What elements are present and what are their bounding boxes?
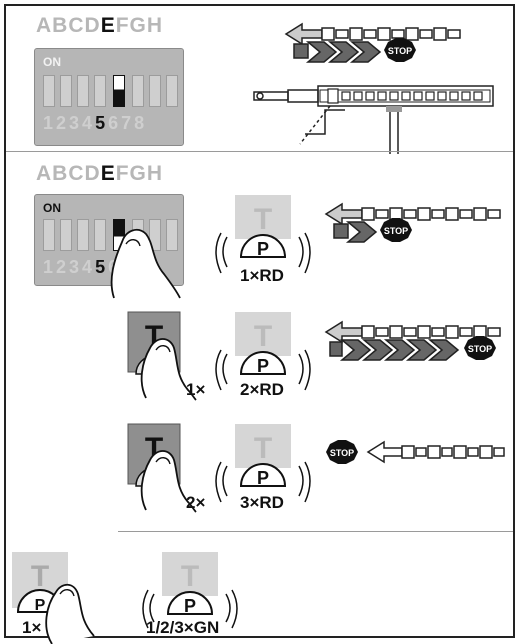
stop-sign-icon-2	[380, 218, 412, 242]
dip-letters-2: ABCDEFGH	[36, 162, 164, 185]
t-button-press-icon-3: T P	[12, 552, 95, 644]
svg-text:P: P	[257, 468, 269, 488]
door-travel-arrows-icon-2: STOP	[324, 202, 501, 243]
dip-numbers-1: 12345678	[43, 113, 148, 133]
svg-text:T: T	[254, 320, 272, 353]
press-label-step3: 1×	[186, 380, 206, 399]
dip2-switch-7[interactable]	[149, 219, 161, 251]
led-label-3xrd: 3×RD	[240, 493, 284, 512]
svg-text:T: T	[254, 203, 272, 236]
dip-on-label-1: ON	[43, 55, 61, 69]
dip-letter-e: E	[100, 14, 116, 37]
svg-text:STOP: STOP	[384, 226, 408, 236]
t-button-press-icon-1: T	[127, 311, 197, 401]
svg-text:T: T	[254, 432, 272, 465]
press-label-step4: 2×	[186, 493, 206, 512]
dip-letter-f: F	[115, 14, 130, 37]
dip-switch-6[interactable]	[132, 75, 144, 107]
press-label-step5: 1×	[22, 618, 42, 637]
dip-switch-4[interactable]	[94, 75, 106, 107]
led-label-gn: 1/2/3×GN	[146, 618, 220, 637]
dip-letter-c: C	[68, 14, 85, 37]
stop-sign-icon-4	[326, 440, 358, 464]
instruction-frame	[4, 4, 515, 638]
dip-letter-a: A	[36, 14, 53, 37]
t-button-press-icon-2: T	[127, 423, 197, 513]
stop-sign-icon-3	[464, 336, 496, 360]
dip-letters-1: ABCDEFGH	[36, 14, 163, 38]
svg-text:P: P	[257, 239, 269, 259]
door-opener-rail-icon	[253, 85, 494, 154]
section-divider-2	[118, 531, 513, 532]
dip-letter-g: G	[129, 14, 147, 37]
dip2-switch-2[interactable]	[60, 219, 72, 251]
svg-text:T: T	[181, 560, 199, 593]
dip-letter-b: B	[52, 14, 69, 37]
door-travel-arrows-icon-3: STOP	[324, 320, 501, 361]
dip-switch-7[interactable]	[149, 75, 161, 107]
p-led-icon-1: T P	[215, 195, 311, 274]
dip2-switch-1[interactable]	[43, 219, 55, 251]
dip-on-label-2: ON	[43, 201, 61, 215]
dip2-switch-8[interactable]	[166, 219, 178, 251]
dip-letter-d: D	[84, 14, 101, 37]
svg-text:STOP: STOP	[388, 46, 412, 56]
section-divider-1	[6, 151, 513, 152]
led-label-2xrd: 2×RD	[240, 380, 284, 399]
svg-text:STOP: STOP	[330, 448, 354, 458]
svg-text:P: P	[184, 596, 196, 616]
led-label-1xrd: 1×RD	[240, 266, 284, 285]
door-travel-arrows-icon-1: STOP	[284, 22, 461, 63]
dip-switch-panel-1: ON 12345678	[34, 48, 184, 146]
dip-switch-2[interactable]	[60, 75, 72, 107]
stop-sign-icon-1	[384, 38, 416, 62]
door-travel-arrows-icon-4: STOP	[326, 440, 505, 464]
svg-text:STOP: STOP	[468, 344, 492, 354]
p-led-icon-2: T P	[215, 312, 311, 391]
dip-switch-3[interactable]	[77, 75, 89, 107]
dip-switch-8[interactable]	[166, 75, 178, 107]
dip2-switch-3[interactable]	[77, 219, 89, 251]
p-led-icon-4: T P	[142, 552, 238, 629]
dip-letter-h: H	[146, 14, 164, 37]
svg-text:T: T	[31, 560, 49, 593]
finger-press-icon-1	[110, 228, 181, 299]
svg-text:P: P	[35, 597, 46, 614]
svg-text:P: P	[257, 356, 269, 376]
dip-switch-1[interactable]	[43, 75, 55, 107]
dip-switch-5[interactable]	[113, 75, 125, 107]
dip2-switch-4[interactable]	[94, 219, 106, 251]
p-led-icon-3: T P	[215, 424, 311, 503]
